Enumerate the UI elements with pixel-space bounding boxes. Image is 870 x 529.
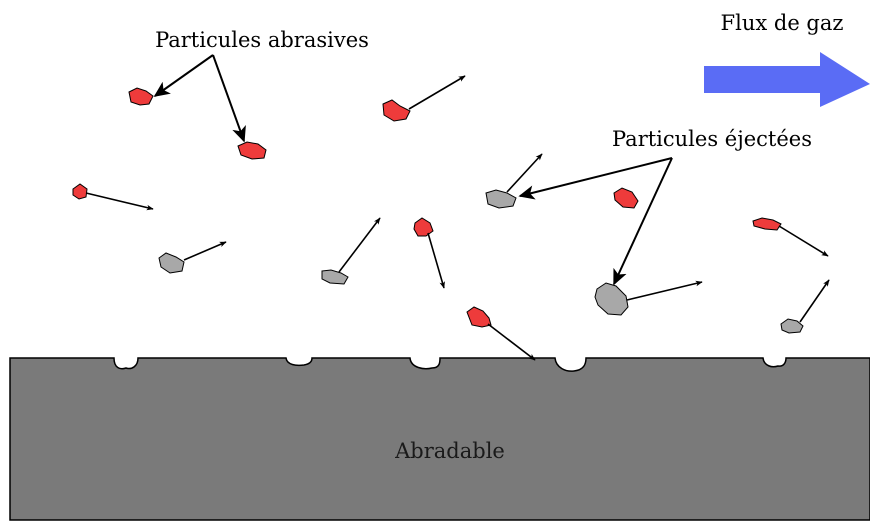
abrasive-particle (128, 87, 154, 106)
ejected-particle (485, 189, 517, 209)
ejected-particle (158, 252, 185, 274)
abrasive-particle (72, 183, 88, 200)
abrasive-particle (413, 217, 434, 237)
velocity-arrow (626, 280, 703, 301)
ejected-particle (321, 269, 349, 285)
velocity-arrows (85, 75, 830, 361)
ejected-particles-label: Particules éjectées (612, 127, 812, 151)
velocity-arrow (338, 217, 381, 273)
ejected-particle (780, 318, 804, 334)
ejected-leader-arrow (518, 157, 673, 200)
ejected-leader-arrow (613, 157, 673, 286)
abrasive-particle (237, 141, 267, 160)
velocity-arrow (487, 323, 536, 361)
ejected-particles (158, 189, 804, 334)
velocity-arrow (183, 241, 227, 261)
abrasive-particle (752, 217, 782, 231)
abradable-label: Abradable (394, 439, 505, 463)
velocity-arrow (506, 153, 543, 193)
abrasive-particles-label: Particules abrasives (155, 28, 369, 52)
velocity-arrow (799, 279, 830, 323)
velocity-arrow (778, 225, 829, 257)
abrasive-leader-arrow (153, 54, 214, 97)
abradable-block (9, 357, 870, 521)
ejected-particle (594, 282, 629, 316)
abrasive-leader-arrow (212, 54, 246, 143)
velocity-arrow (85, 192, 154, 211)
label-leaders (153, 54, 673, 286)
velocity-arrow (427, 232, 445, 289)
abrasive-particle (466, 306, 492, 328)
abrasive-particles (72, 87, 782, 328)
velocity-arrow (408, 75, 466, 110)
abrasive-particle (613, 187, 639, 209)
gas-flow-arrow (704, 52, 870, 107)
gas-flow-label: Flux de gaz (721, 11, 844, 35)
abrasive-particle (382, 99, 411, 122)
